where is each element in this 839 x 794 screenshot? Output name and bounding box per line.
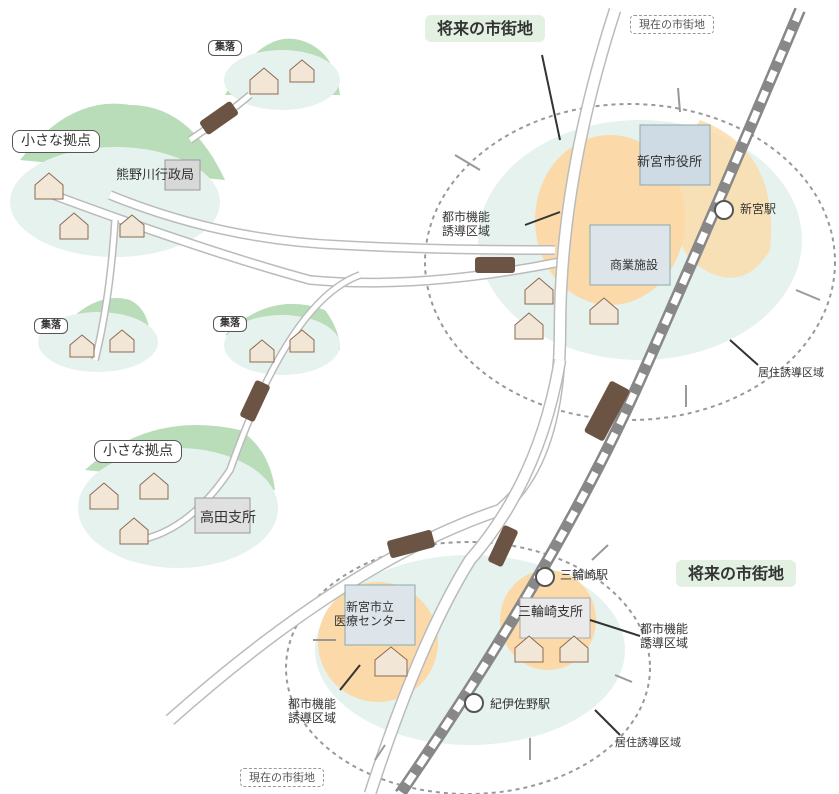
bus-icon (387, 530, 435, 558)
current-town-label-bottom: 現在の市街地 (240, 768, 324, 788)
bus-icon (475, 257, 515, 273)
railway (395, 7, 806, 794)
future-town-label-bottom: 将来の市街地 (676, 560, 797, 588)
bus-icon (488, 525, 518, 567)
city-hall-building (639, 124, 711, 186)
buildings (164, 124, 711, 646)
bus-icon (200, 101, 238, 135)
village-label-2: 集落 (34, 318, 68, 334)
takata-office-label: 高田支所 (200, 510, 256, 526)
medical-center-building (344, 584, 416, 646)
miwasaki-station-label: 三輪崎駅 (560, 568, 609, 582)
boundary-arrows (313, 87, 821, 761)
residential-zone-label-2: 居住誘導区域 (615, 736, 681, 749)
kiisano-station-marker (464, 693, 484, 713)
commercial-facility-label: 商業施設 (610, 258, 659, 272)
small-hub-label-2: 小さな拠点 (94, 440, 182, 463)
urban-function-zone-label-1: 都市機能 誘導区域 (442, 210, 491, 239)
urban-function-zone-label-3: 都市機能 誘導区域 (288, 697, 337, 726)
houses (34, 59, 619, 677)
miwasaki-branch-building (519, 597, 591, 639)
shingu-station-label: 新宮駅 (740, 202, 777, 216)
village-label-3: 集落 (213, 316, 247, 332)
stations (464, 200, 734, 713)
village-label-1: 集落 (208, 40, 242, 56)
medical-center-label: 新宮市立 医療センター (334, 600, 407, 629)
future-town-label-top: 将来の市街地 (425, 15, 546, 43)
kumanogawa-office-label: 熊野川行政局 (116, 168, 195, 183)
residential-zone-label-1: 居住誘導区域 (758, 366, 824, 379)
miwasaki-station-marker (535, 567, 555, 587)
train-icon (584, 381, 630, 441)
miwasaki-branch-label: 三輪崎支所 (518, 605, 584, 620)
shingu-city-hall-label: 新宮市役所 (637, 155, 703, 170)
commercial-building (589, 224, 671, 286)
kiisano-station-label: 紀伊佐野駅 (490, 697, 551, 711)
callout-lines (339, 54, 759, 736)
small-hub-label-1: 小さな拠点 (12, 130, 100, 153)
bus-icon (240, 380, 270, 422)
urban-function-zone-label-2: 都市機能 誘導区域 (640, 622, 689, 651)
kumanogawa-office-building (164, 159, 201, 191)
shingu-station-marker (714, 200, 734, 220)
village-clusters (10, 38, 340, 568)
current-town-label-top: 現在の市街地 (630, 15, 714, 35)
vehicles (200, 101, 630, 567)
takata-office-building (194, 497, 251, 534)
